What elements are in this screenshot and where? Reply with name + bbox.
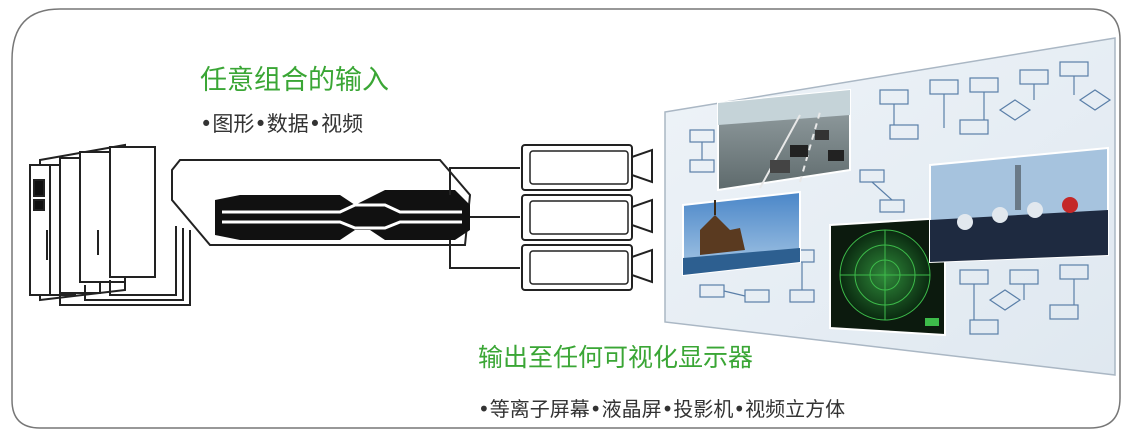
projector-icon: [521, 144, 653, 291]
video-wall-icon: [664, 37, 1116, 376]
oil-rig-image-window: [682, 190, 801, 277]
server-rack-icon: [29, 143, 191, 306]
output-title: 输出至任何可视化显示器: [478, 343, 754, 372]
engineers-image-window: [929, 146, 1109, 264]
input-subtitle: •图形•数据•视频: [200, 112, 364, 136]
input-title: 任意组合的输入: [200, 65, 389, 96]
frame-outline: [11, 8, 1121, 429]
radar-display-window: [829, 216, 946, 337]
output-subtitle: •等离子屏幕•液晶屏•投影机•视频立方体: [478, 397, 846, 421]
traffic-video-window: [717, 88, 851, 192]
video-processor-icon: [171, 159, 520, 269]
